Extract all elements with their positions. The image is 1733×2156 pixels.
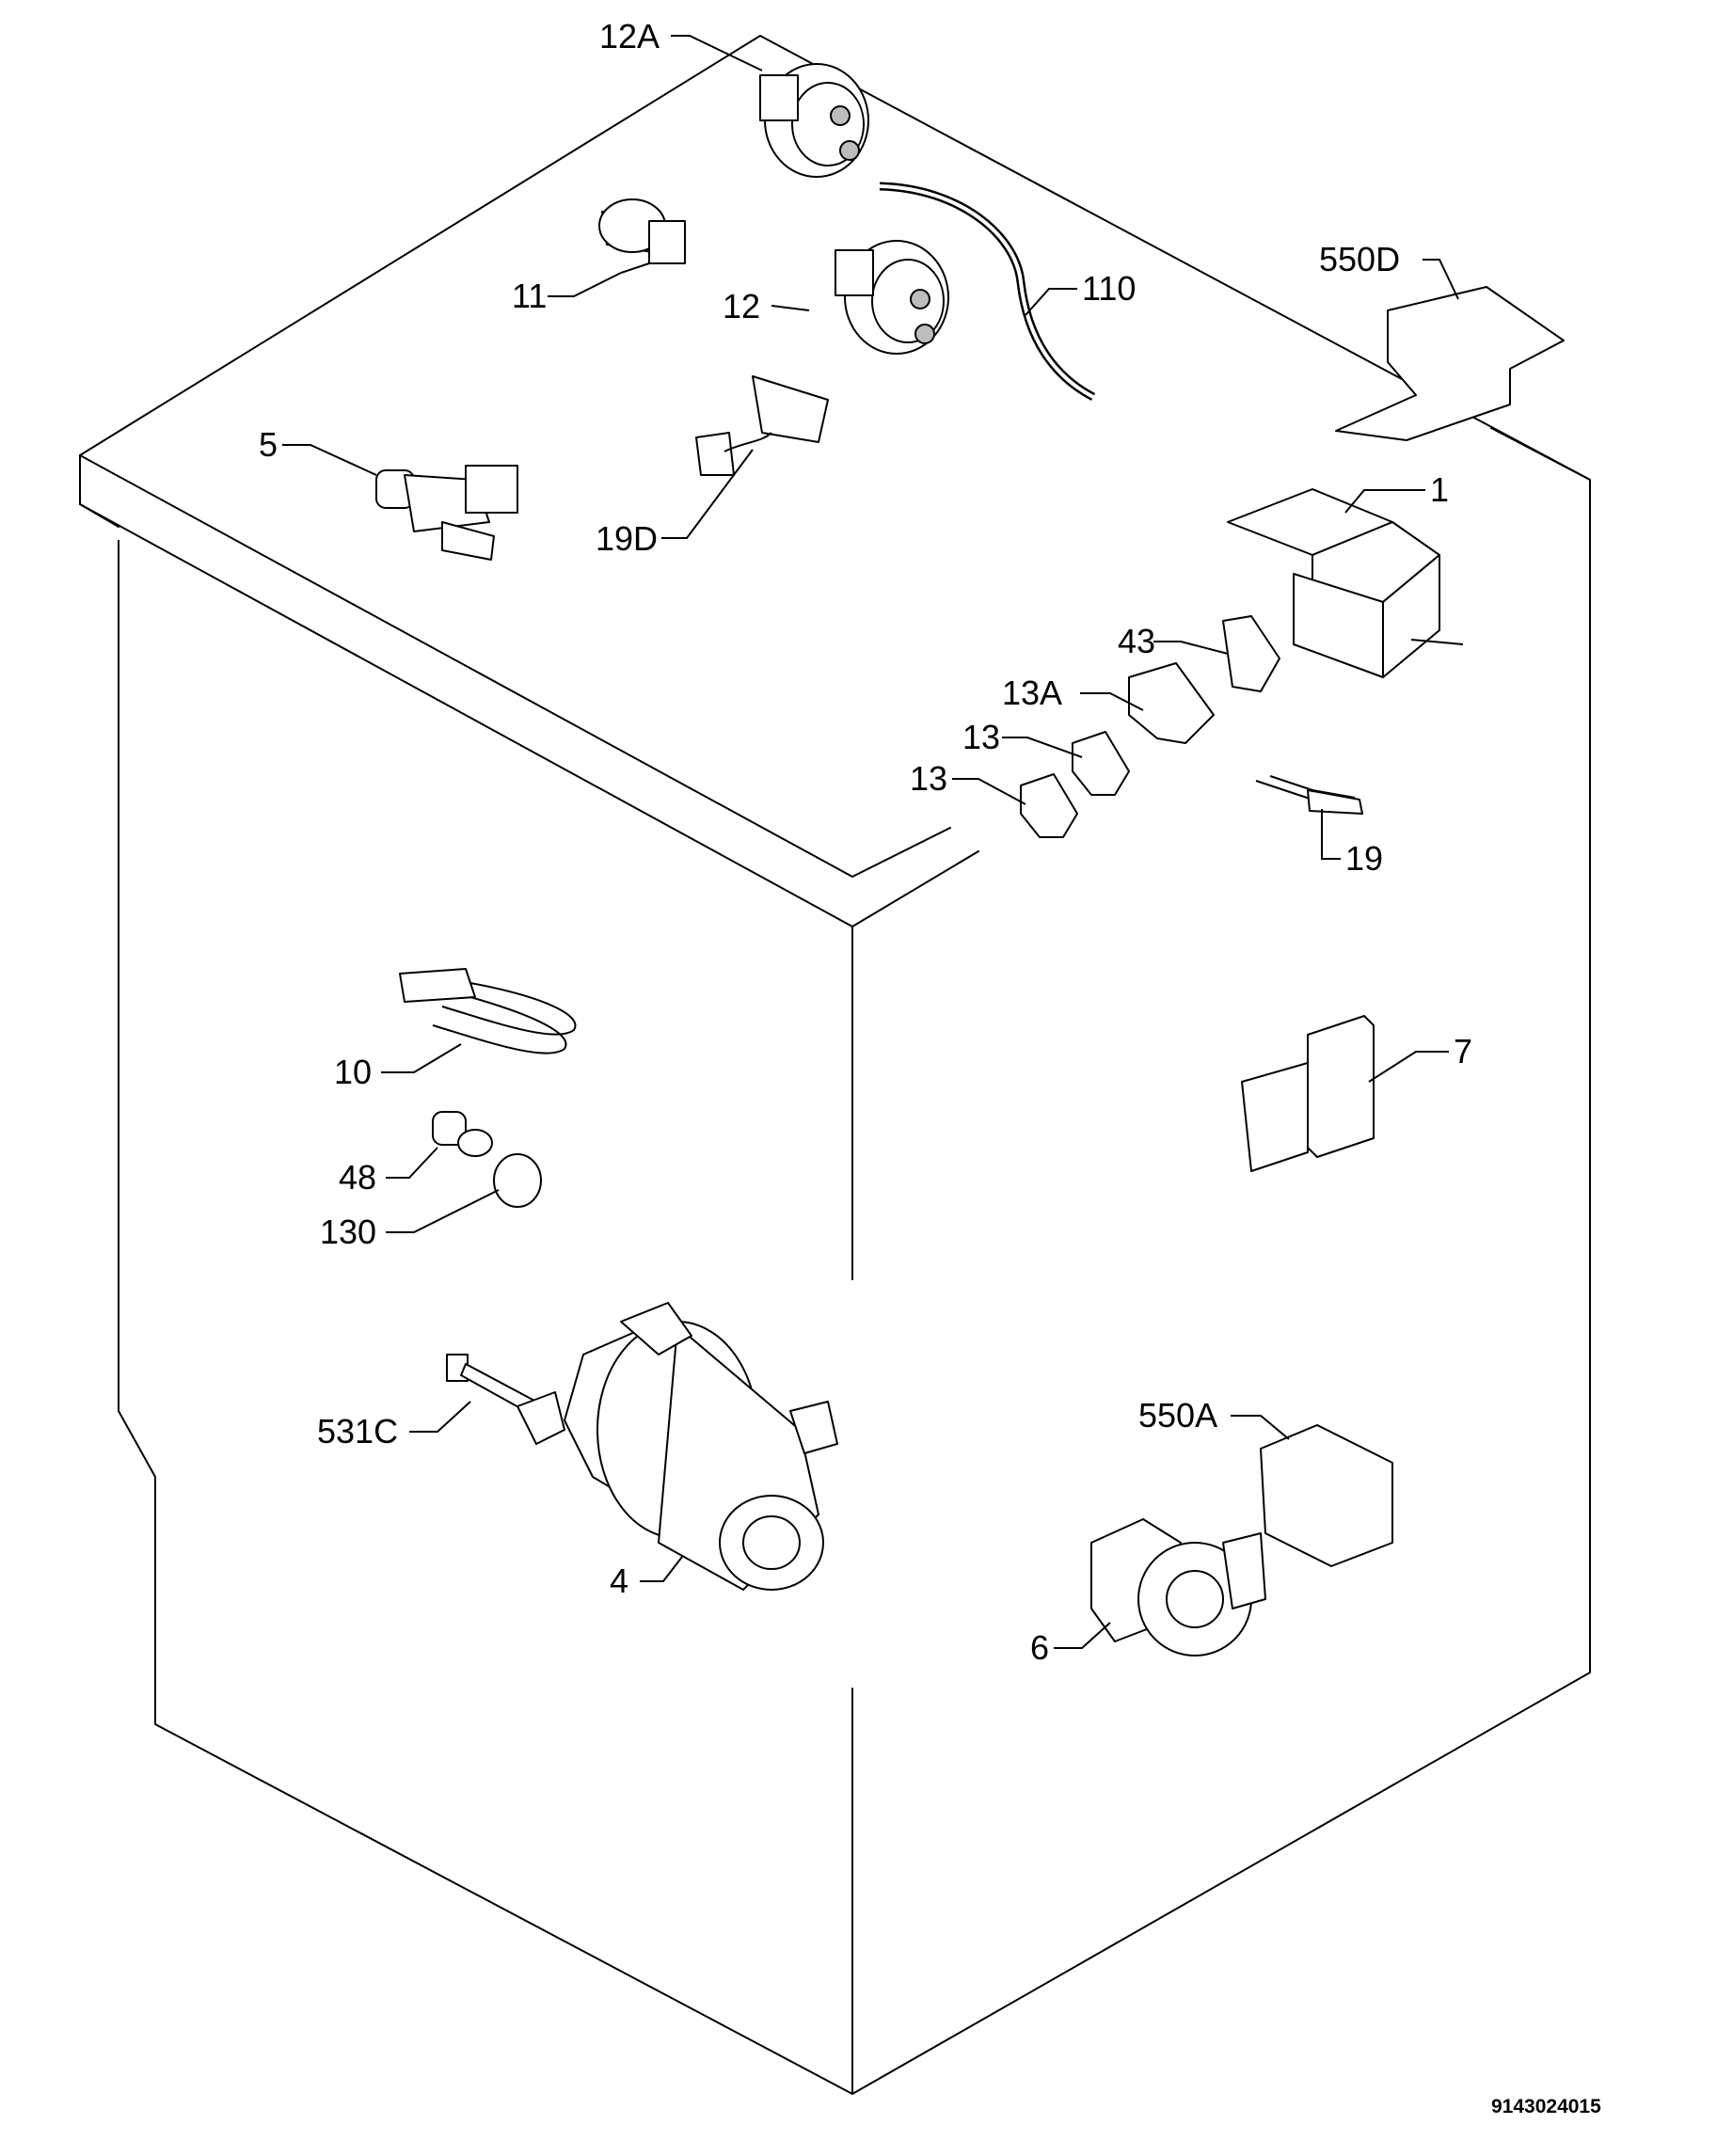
label-48: 48 [339,1158,376,1197]
label-13-upper: 13 [962,718,1000,756]
pressure-switch-12a [759,63,869,178]
label-550a: 550A [1138,1396,1217,1435]
part-13-upper [1072,731,1130,796]
part-130 [493,1153,542,1208]
part-13-lower [1020,773,1078,838]
label-550d: 550D [1319,240,1400,278]
label-6: 6 [1030,1628,1049,1667]
label-19: 19 [1345,839,1383,878]
leader-lines [282,35,1459,1649]
label-130: 130 [320,1213,376,1251]
label-43: 43 [1118,622,1155,660]
label-19d: 19D [596,519,658,558]
label-531c: 531C [317,1412,398,1451]
label-4: 4 [610,1562,628,1600]
drain-pump-6 [1090,1518,1266,1657]
part-19d [695,375,829,476]
drawing-code: 9143024015 [1491,2096,1601,2117]
motor-4 [517,1302,838,1591]
cabinet-outline [79,35,1591,2095]
label-7: 7 [1454,1032,1472,1070]
label-13-lower: 13 [910,759,947,798]
label-11: 11 [512,277,547,315]
part-13a [1128,662,1215,744]
pressure-switch-12 [835,240,949,355]
heating-element-10 [399,968,577,1054]
inlet-valve-5 [375,465,518,561]
door-lock-7 [1241,1015,1375,1172]
thermostat-48 [432,1111,493,1157]
cover-550a [1260,1424,1393,1567]
hose-110-inner [879,184,1094,399]
label-5: 5 [259,425,278,464]
label-1: 1 [1430,470,1449,509]
label-110: 110 [1082,269,1136,308]
capacitor-11 [598,198,686,264]
cover-550d [1335,286,1565,441]
label-10: 10 [334,1053,372,1091]
part-43 [1222,615,1280,692]
sensor-19 [1255,775,1363,815]
label-13a: 13A [1002,674,1062,712]
label-12a: 12A [599,17,660,55]
label-12: 12 [723,287,760,325]
